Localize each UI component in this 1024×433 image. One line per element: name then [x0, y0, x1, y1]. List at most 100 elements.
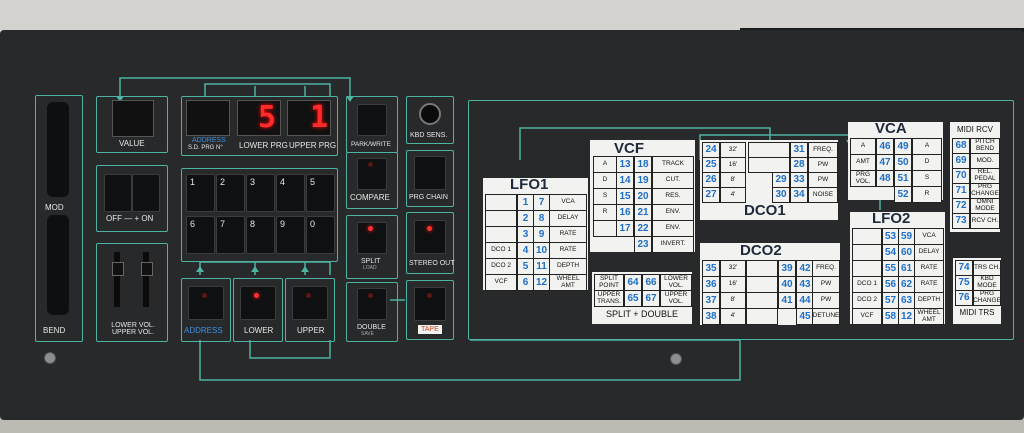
sd-prg-label: S.D. PRG N°: [188, 145, 223, 151]
key-7[interactable]: 7: [216, 216, 245, 254]
key-3[interactable]: 3: [246, 174, 275, 212]
split-sub-label: LOAD: [363, 265, 377, 271]
off-on-section: [96, 165, 168, 232]
vcf-param-number: 20: [634, 188, 652, 205]
dco2-param-name: DETUNE: [812, 308, 840, 325]
double-section: [346, 282, 398, 342]
midi-rcv-number: 71: [952, 183, 970, 199]
vca-param-number: 46: [876, 138, 894, 155]
midi-rcv-name: PITCH BEND: [970, 138, 1000, 154]
vcf-param-number: 13: [616, 156, 634, 173]
vca-row-label: A: [850, 138, 876, 155]
lfo1-row-label: VCF: [485, 274, 517, 291]
display-section: [181, 96, 338, 156]
lfo1-param-name: RATE: [549, 242, 587, 259]
upper-prg-label: UPPER PRG: [289, 141, 337, 150]
vca-param-number: 49: [894, 138, 912, 155]
dco2-footage: 8': [720, 292, 746, 309]
key-9[interactable]: 9: [276, 216, 305, 254]
off-button[interactable]: [104, 174, 132, 212]
lfo1-param-number: 8: [533, 210, 550, 227]
key-5[interactable]: 5: [306, 174, 335, 212]
midi-rcv-number: 73: [952, 213, 970, 229]
lower-vol-handle[interactable]: [112, 262, 124, 276]
vcf-row-label: S: [593, 188, 617, 205]
prg-chain-button[interactable]: [414, 156, 446, 190]
lfo2-param-name: WHEEL AMT: [914, 308, 944, 325]
upper-vol-handle[interactable]: [141, 262, 153, 276]
upper-vol-slider[interactable]: [143, 252, 149, 307]
tape-button[interactable]: [414, 287, 446, 321]
lfo1-wave-cell: [485, 194, 517, 211]
park-write-label: PARK/WRITE: [351, 141, 391, 148]
midi-trs-number: 74: [955, 260, 973, 276]
lfo1-row-label: DCO 2: [485, 258, 517, 275]
midi-trs-name: TRS CH.: [973, 260, 1001, 276]
upper-button-section: [285, 278, 335, 342]
lfo2-param-number: 61: [898, 260, 915, 277]
key-label: 2: [220, 177, 226, 187]
address-button-label: ADDRESS: [184, 326, 223, 335]
lower-prg-digit: 5: [258, 100, 277, 135]
midi-trs-name: PRG CHANGE: [973, 290, 1001, 306]
bend-wheel[interactable]: [47, 215, 69, 315]
kbd-sens-section: [406, 96, 454, 144]
key-label: 5: [310, 177, 316, 187]
key-8[interactable]: 8: [246, 216, 275, 254]
screw-right: [670, 353, 682, 365]
lfo1-param-name: DELAY: [549, 210, 587, 227]
vca-param-number: 51: [894, 170, 912, 187]
lfo2-param-name: RATE: [914, 276, 944, 293]
midi-trs-number: 76: [955, 290, 973, 306]
lower-button[interactable]: [240, 286, 276, 320]
key-6[interactable]: 6: [186, 216, 215, 254]
address-button[interactable]: [188, 286, 224, 320]
lfo1-wave-cell: [485, 226, 517, 243]
dco2-wave-cell: [746, 308, 778, 325]
dco1-param-number: 29: [772, 172, 790, 188]
vcf-param-number: 21: [634, 204, 652, 221]
park-write-button[interactable]: [357, 104, 387, 136]
prg-chain-section: [406, 150, 454, 207]
lower-vol-slider[interactable]: [114, 252, 120, 307]
key-0[interactable]: 0: [306, 216, 335, 254]
split-param-number: 66: [642, 274, 660, 291]
midi-trs-name: KBD MODE: [973, 275, 1001, 291]
key-2[interactable]: 2: [216, 174, 245, 212]
lfo1-param-number: 1: [517, 194, 534, 211]
lfo2-param-number: 62: [898, 276, 915, 293]
midi-rcv-number: 70: [952, 168, 970, 184]
dco1-param-number: 25: [702, 157, 720, 173]
lower-button-section: [233, 278, 283, 342]
lfo2-row-label: VCF: [852, 308, 882, 325]
dco2-param-number: 41: [778, 292, 796, 309]
stereo-out-led: [427, 226, 432, 231]
lfo1-row-label: DCO 1: [485, 242, 517, 259]
lfo2-row-label: DCO 1: [852, 276, 882, 293]
mod-wheel[interactable]: [47, 102, 69, 197]
midi-rcv-title: MIDI RCV: [952, 124, 998, 136]
upper-button[interactable]: [292, 286, 328, 320]
key-1[interactable]: 1: [186, 174, 215, 212]
screw-left: [44, 352, 56, 364]
vcf-param-name: TRACK: [652, 156, 694, 173]
lfo1-param-number: 7: [533, 194, 550, 211]
on-button[interactable]: [132, 174, 160, 212]
key-label: 9: [280, 219, 286, 229]
midi-rcv-name: OMNI MODE: [970, 198, 1000, 214]
kbd-sens-knob[interactable]: [419, 103, 441, 125]
stereo-out-button[interactable]: [414, 220, 446, 254]
dco1-param-number: 26: [702, 172, 720, 188]
dco2-param-name: FREQ.: [812, 260, 840, 277]
lfo1-param-number: 4: [517, 242, 534, 259]
lfo2-wave-cell: [852, 260, 882, 277]
compare-button[interactable]: [357, 158, 387, 190]
compare-label: COMPARE: [350, 193, 390, 202]
lfo1-param-number: 3: [517, 226, 534, 243]
lfo1-title: LFO1: [510, 176, 549, 193]
upper-prg-digit: 1: [310, 100, 329, 135]
vcf-param-name: CUT.: [652, 172, 694, 189]
split-param-number: 65: [624, 290, 642, 307]
key-4[interactable]: 4: [276, 174, 305, 212]
lfo2-row-label: DCO 2: [852, 292, 882, 309]
